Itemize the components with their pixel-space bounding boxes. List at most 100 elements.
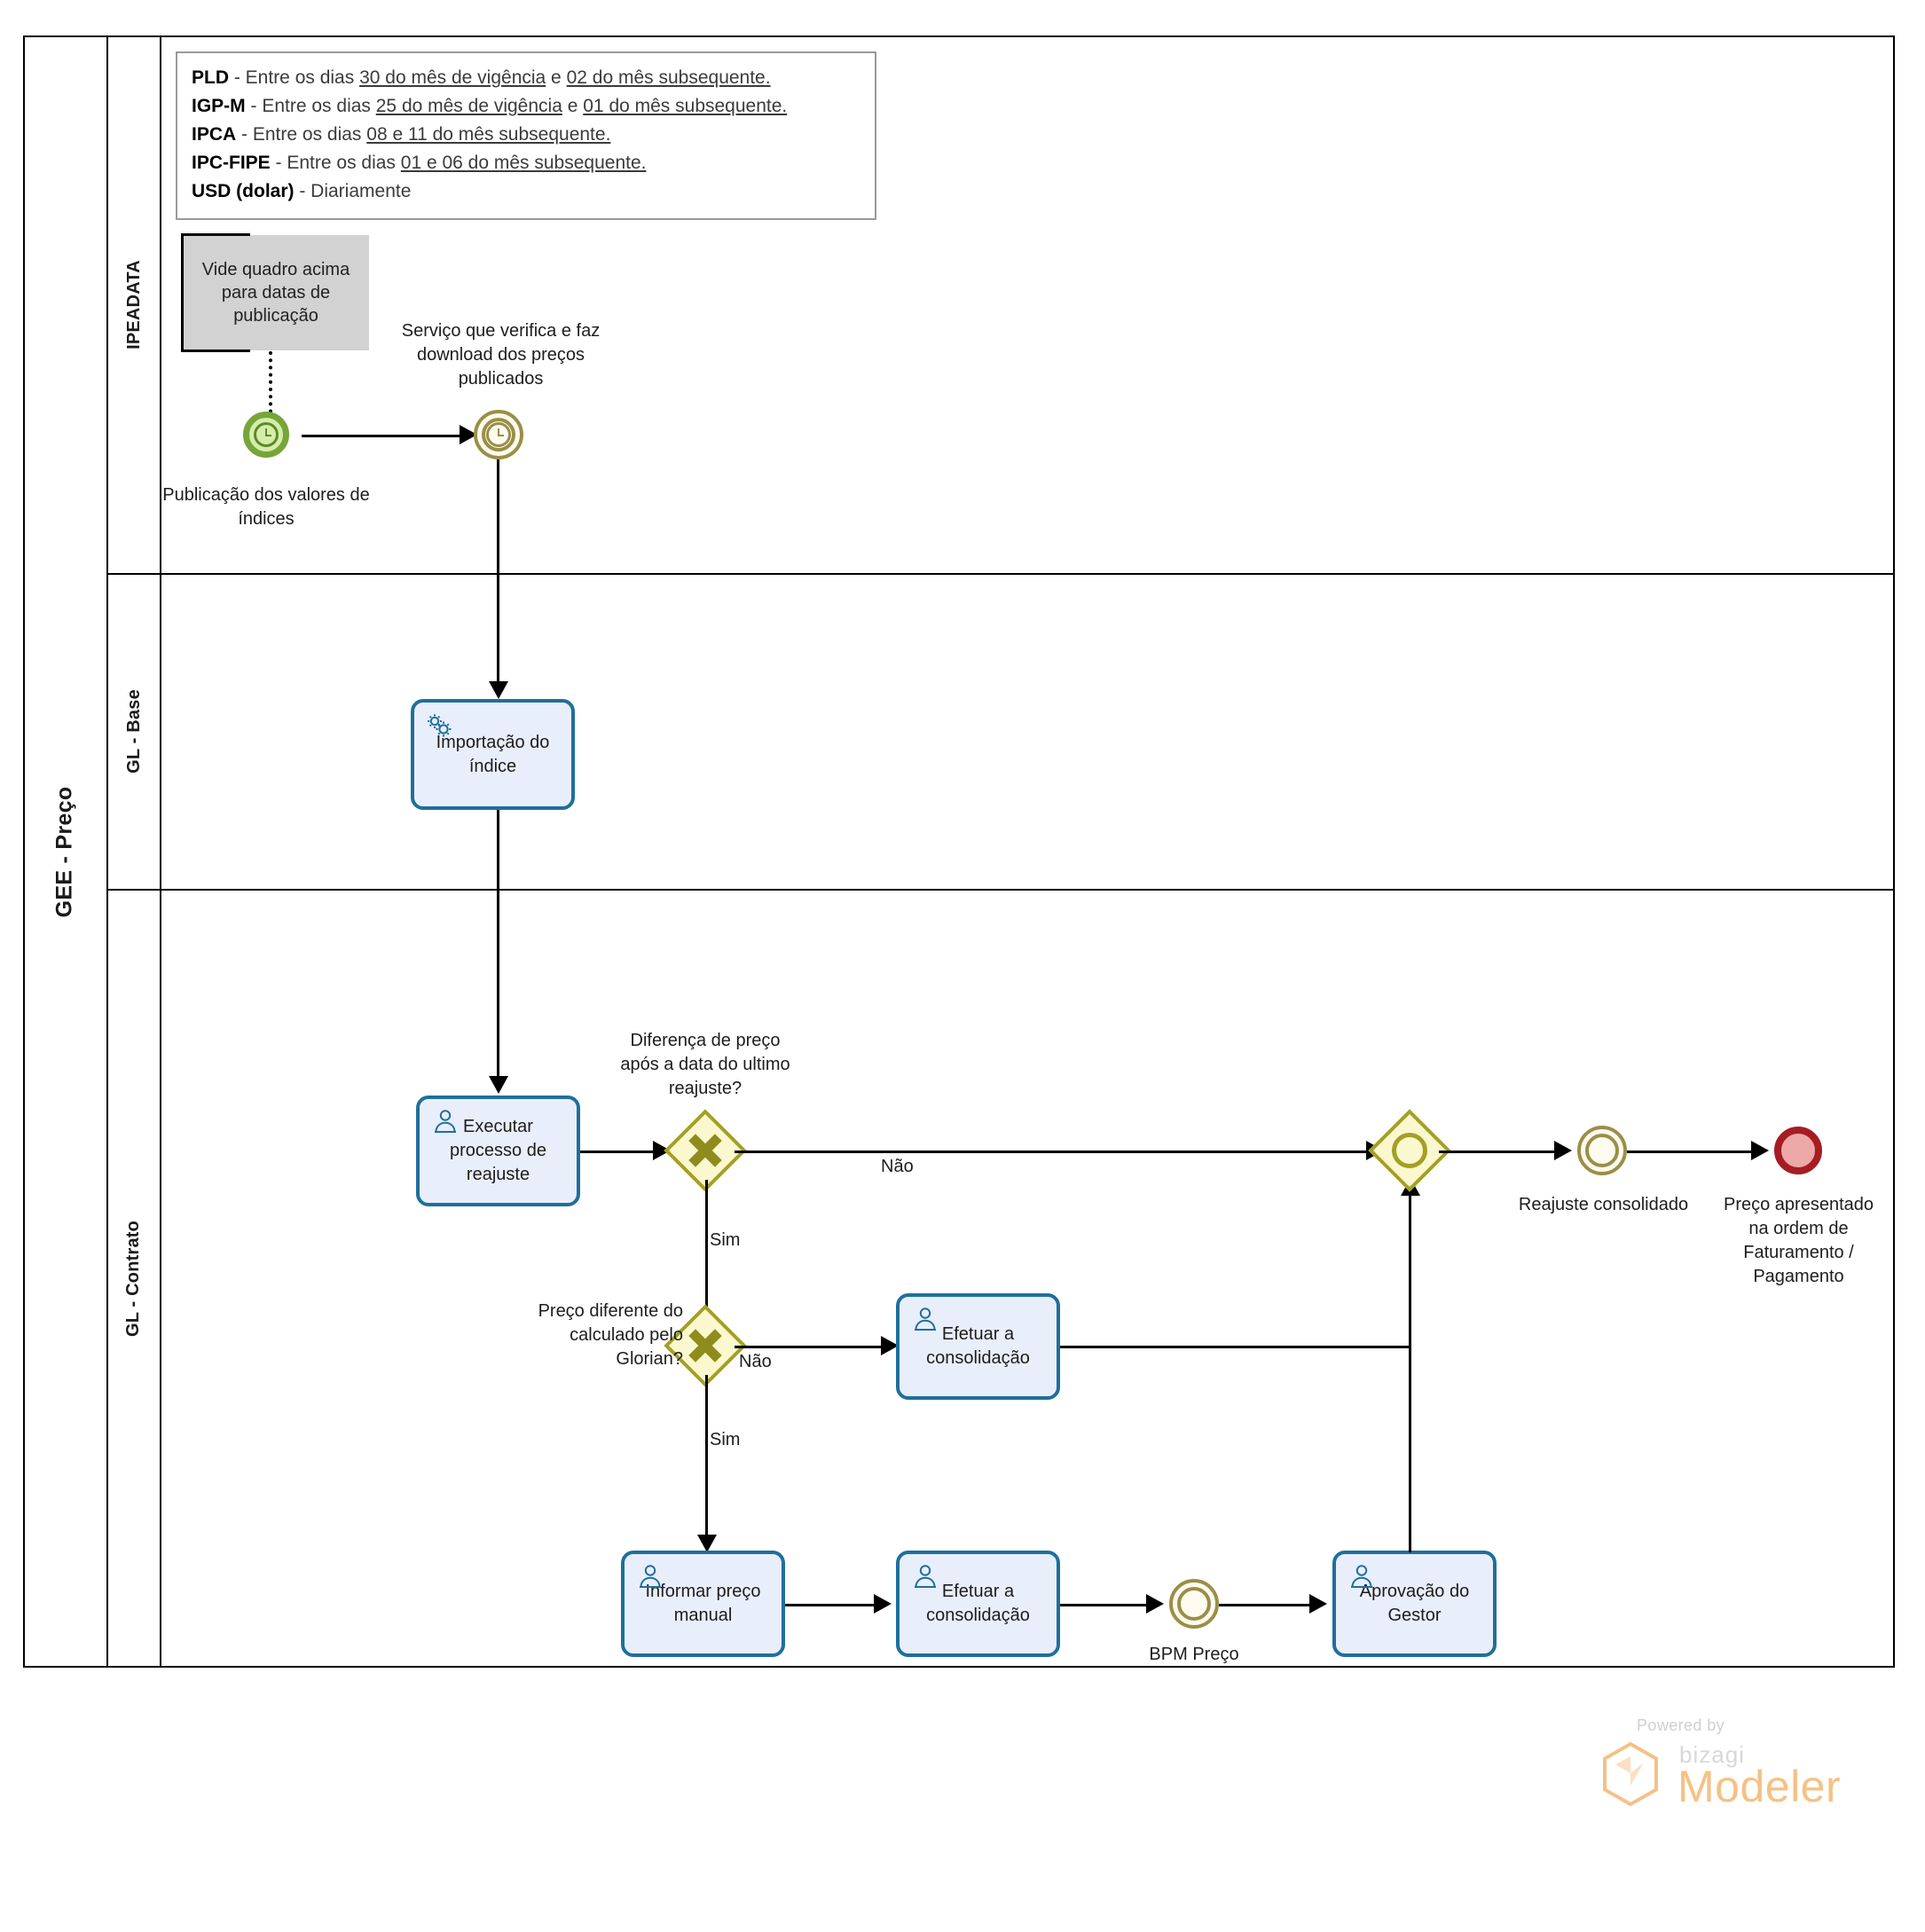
flow-label-gw1-sim: Sim [710, 1230, 741, 1250]
note-underlined-1: 01 e 06 do mês subsequente. [400, 153, 647, 173]
note-line: IGP-M - Entre os dias 25 do mês de vigên… [192, 92, 860, 121]
note-line: USD (dolar) - Diariamente [192, 177, 860, 206]
note-underlined-1: 30 do mês de vigência [359, 67, 546, 88]
task-informar-preco-manual[interactable]: Informar preço manual [621, 1551, 785, 1657]
reajuste-consolidado-event[interactable] [1577, 1126, 1627, 1175]
note-dash: - [236, 124, 253, 145]
flow-reajuste-to-end [1627, 1151, 1756, 1153]
note-dash: - [229, 67, 246, 88]
gear-service-icon [425, 711, 455, 740]
flow-gw3-to-reajuste-consolidado [1439, 1151, 1560, 1153]
task-label: Efetuar a consolidação [926, 1582, 1030, 1625]
flow-arrowhead [653, 1141, 671, 1160]
flow-arrowhead [881, 1336, 899, 1355]
flow-arrowhead [1554, 1141, 1572, 1160]
flow-importacao-to-executar [497, 810, 499, 1085]
lane-divider-1 [108, 573, 1893, 575]
flow-start-to-intermediate [302, 435, 461, 437]
intermediate-timer-event[interactable] [474, 410, 523, 459]
task-efetuar-consolidacao-bottom[interactable]: Efetuar a consolidação [896, 1551, 1060, 1657]
flow-gw2-sim-to-informar [705, 1375, 708, 1543]
association-annotation-to-start [269, 351, 272, 428]
task-label: Importação do índice [436, 732, 550, 776]
note-term: USD (dolar) [192, 181, 295, 201]
timer-clock-icon [486, 422, 511, 447]
note-pre: Entre os dias [262, 96, 376, 116]
user-task-icon [910, 1563, 940, 1591]
flow-gw2-nao-to-efetuar-top [735, 1346, 887, 1348]
bpm-preco-intermediate-event[interactable] [1169, 1579, 1219, 1629]
pool-gee-preco [23, 35, 1895, 1668]
bpm-preco-label: BPM Preço [1149, 1645, 1239, 1664]
flow-intermediate-to-importacao [497, 459, 499, 690]
user-task-icon [635, 1563, 665, 1591]
task-efetuar-consolidacao-top[interactable]: Efetuar a consolidação [896, 1293, 1060, 1400]
note-underlined-1: 25 do mês de vigência [375, 96, 562, 116]
end-event-preco-apresentado[interactable] [1774, 1127, 1822, 1174]
flow-gw1-nao-to-gw3 [735, 1151, 1371, 1153]
gateway-1-label: Diferença de preço após a data do ultimo… [620, 1031, 790, 1098]
note-pre: Diariamente [310, 181, 412, 201]
note-mid: e [546, 67, 567, 88]
lane-label-gl-contrato: GL - Contrato [108, 889, 160, 1668]
note-underlined-2: 02 do mês subsequente. [566, 67, 771, 88]
reajuste-consolidado-label: Reajuste consolidado [1518, 1195, 1689, 1214]
flow-aprovacao-to-gw3 [1409, 1189, 1411, 1552]
lane-label-ipeadata: IPEADATA [108, 35, 160, 573]
bizagi-hexagon-logo-icon [1601, 1741, 1660, 1807]
event-inner-ring [1177, 1587, 1211, 1621]
task-importacao-do-indice[interactable]: Importação do índice [411, 699, 575, 810]
note-dash: - [245, 96, 263, 116]
note-dash: - [270, 153, 287, 173]
note-mid: e [562, 96, 584, 116]
flow-label-gw2-nao: Não [739, 1352, 772, 1371]
note-term: IPCA [192, 124, 237, 145]
note-term: IGP-M [192, 96, 246, 116]
flow-arrowhead [1751, 1141, 1769, 1160]
flow-arrowhead [460, 425, 477, 444]
note-underlined-2: 01 do mês subsequente. [583, 96, 788, 116]
task-label: Informar preço manual [645, 1582, 761, 1625]
flow-label-gw1-nao: Não [881, 1157, 914, 1176]
note-term: PLD [192, 67, 229, 88]
start-timer-event[interactable] [243, 412, 289, 458]
note-line: PLD - Entre os dias 30 do mês de vigênci… [192, 64, 860, 92]
task-executar-processo-de-reajuste[interactable]: Executar processo de reajuste [416, 1096, 580, 1206]
index-publication-dates-note: PLD - Entre os dias 30 do mês de vigênci… [176, 51, 876, 220]
bizagi-wordmark: bizagi [1679, 1741, 1745, 1768]
text-annotation-label: Vide quadro acima para datas de publicaç… [201, 260, 350, 326]
flow-arrowhead [874, 1594, 892, 1614]
flow-bpm-preco-to-aprovacao [1219, 1604, 1316, 1606]
flow-executar-to-gw1 [580, 1151, 656, 1153]
flow-label-gw2-sim: Sim [710, 1430, 741, 1449]
flow-arrowhead [1309, 1594, 1327, 1614]
lane-label-gl-contrato-text: GL - Contrato [123, 1220, 144, 1337]
task-label: Efetuar a consolidação [926, 1324, 1030, 1368]
note-pre: Entre os dias [287, 153, 401, 173]
text-annotation-vide-quadro: Vide quadro acima para datas de publicaç… [183, 235, 369, 350]
pool-label: GEE - Preço [23, 35, 108, 1668]
task-label: Executar processo de reajuste [450, 1117, 546, 1184]
flow-arrowhead [1146, 1594, 1164, 1614]
note-pre: Entre os dias [245, 67, 360, 88]
task-aprovacao-do-gestor[interactable]: Aprovação do Gestor [1332, 1551, 1497, 1657]
event-inner-ring [482, 418, 515, 452]
flow-informar-to-efetuar-bottom [785, 1604, 878, 1606]
flow-efetuar-bottom-to-bpm-preco [1060, 1604, 1153, 1606]
note-pre: Entre os dias [252, 124, 367, 145]
intermediate-event-label: Serviço que verifica e faz download dos … [401, 321, 601, 389]
lane-label-gl-base-text: GL - Base [123, 688, 144, 774]
lane-label-gl-base: GL - Base [108, 573, 160, 889]
lane-label-ipeadata-text: IPEADATA [123, 259, 144, 349]
flow-arrowhead [489, 681, 508, 699]
task-label: Aprovação do Gestor [1359, 1582, 1470, 1625]
gateway-2-label: Preço diferente do calculado pelo Gloria… [538, 1301, 683, 1369]
note-line: IPCA - Entre os dias 08 e 11 do mês subs… [192, 121, 860, 149]
pool-label-text: GEE - Preço [51, 786, 77, 917]
user-task-icon [1347, 1563, 1377, 1591]
bizagi-modeler-branding: Powered by bizagi Modeler [1601, 1716, 1841, 1841]
powered-by-label: Powered by [1637, 1716, 1725, 1734]
flow-efetuar-top-to-gw3-h [1060, 1346, 1410, 1348]
lane-separator-vertical [160, 35, 161, 1668]
